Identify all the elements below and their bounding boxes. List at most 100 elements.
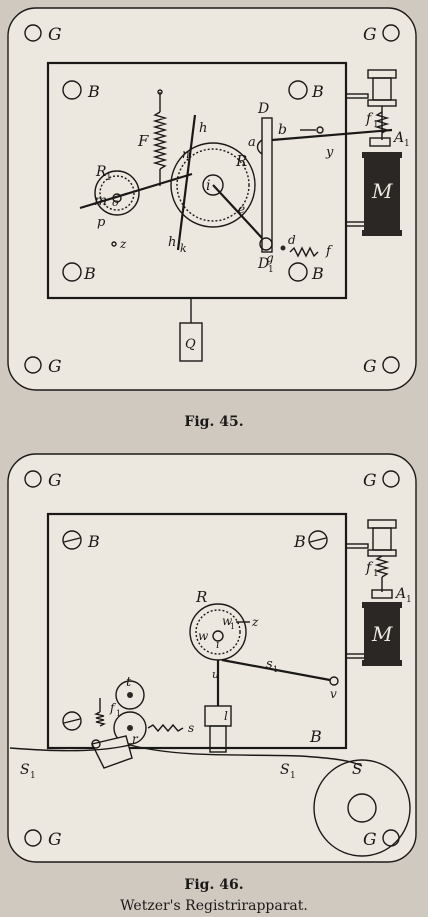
label-R: R — [235, 152, 247, 170]
label-A1-sub: 1 — [404, 139, 410, 149]
wheel-hub — [202, 174, 224, 196]
paper-roll-core — [347, 793, 377, 823]
clamp-lever — [90, 735, 133, 769]
label-z: z — [119, 237, 127, 251]
label-R1-sub: 1 — [106, 173, 112, 183]
label-A1: A — [394, 586, 406, 602]
corner-label: G — [48, 830, 62, 850]
bracket — [345, 543, 369, 549]
screw-hole — [308, 530, 328, 550]
label-k: k — [180, 242, 187, 255]
wheel-t — [115, 680, 145, 710]
armature-lever — [271, 128, 393, 142]
corner-label: G — [48, 471, 62, 491]
corner-label: G — [363, 25, 377, 45]
screw-hole — [62, 530, 82, 550]
plate-label: B — [311, 82, 324, 101]
label-A1: A — [392, 130, 404, 146]
spring-f-left — [93, 711, 107, 727]
corner-hole — [24, 24, 42, 42]
wheel-t-hub — [127, 692, 133, 698]
coil-cap — [362, 602, 402, 608]
label-z: z — [251, 615, 259, 629]
label-r: r — [132, 732, 139, 746]
pivot-v — [329, 676, 339, 686]
coil-M — [364, 608, 400, 660]
label-A1-sub: 1 — [406, 595, 412, 605]
screw-slot — [63, 718, 81, 724]
label-D1: D — [257, 256, 269, 272]
bracket — [345, 93, 369, 99]
screw-slot — [63, 537, 81, 543]
label-s1: s — [266, 657, 273, 672]
label-S1-right: S — [280, 762, 290, 778]
outer-frame — [7, 7, 417, 391]
coil-cap — [362, 230, 402, 236]
screw-hole — [62, 711, 82, 731]
paper-strip — [9, 744, 363, 767]
figure-46: G G G G B B B f 1 A 1 M R — [7, 453, 417, 863]
corner-hole — [24, 470, 42, 488]
stylus-foot — [209, 725, 227, 753]
label-u: u — [212, 668, 219, 681]
plate-hole — [62, 262, 82, 282]
label-v: v — [330, 687, 337, 701]
caption-fig-45: Fig. 45. — [184, 414, 243, 430]
pawl-a — [256, 139, 263, 155]
label-s1-sub: 1 — [273, 665, 278, 674]
label-R1: R — [95, 164, 107, 180]
corner-hole — [382, 356, 400, 374]
label-Q: Q — [185, 337, 196, 352]
wheel-hub — [212, 630, 224, 642]
label-h-bottom: h — [168, 235, 176, 250]
figure-title: Wetzer's Registrirapparat. — [120, 898, 308, 914]
plate-label: B — [293, 532, 306, 551]
label-p: p — [97, 215, 106, 230]
pin-z — [111, 241, 117, 247]
label-S1-left: S — [20, 762, 30, 778]
plate-hole — [288, 262, 308, 282]
label-w1: w — [222, 614, 233, 628]
paper-roll-S — [313, 759, 411, 857]
corner-hole — [24, 829, 42, 847]
label-M: M — [371, 179, 393, 203]
label-h-top: h — [199, 121, 207, 136]
label-n: n — [182, 147, 190, 161]
inner-plate — [46, 61, 348, 300]
label-f1-sub: 1 — [373, 120, 379, 130]
label-o: o — [112, 196, 119, 209]
wheel-teeth — [195, 609, 241, 655]
corner-hole — [24, 356, 42, 374]
wheel-R — [170, 142, 256, 228]
armature — [369, 137, 391, 147]
caption-fig-46: Fig. 46. — [184, 877, 243, 893]
label-f1: f — [365, 560, 374, 576]
label-e: e — [238, 202, 245, 216]
corner-hole — [382, 470, 400, 488]
spring-F — [152, 111, 168, 170]
label-s: s — [188, 721, 194, 735]
wheel-teeth — [176, 148, 250, 222]
label-R: R — [195, 588, 207, 606]
corner-label: G — [48, 357, 62, 377]
label-l: l — [224, 709, 228, 723]
inner-plate — [46, 512, 348, 750]
plate-label: B — [83, 264, 96, 283]
label-w1-sub: 1 — [230, 622, 235, 631]
label-S1-right-sub: 1 — [290, 771, 296, 781]
label-S: S — [352, 760, 362, 778]
label-w: w — [198, 629, 209, 643]
roller-g — [259, 237, 273, 251]
label-d: d — [288, 233, 296, 247]
coil-M — [364, 158, 400, 230]
label-i: i — [206, 178, 210, 194]
plate-hole — [288, 80, 308, 100]
label-b: b — [278, 122, 287, 138]
label-y: y — [325, 145, 334, 160]
link-rod — [79, 172, 193, 210]
label-a: a — [248, 135, 256, 150]
pin-d — [280, 245, 286, 251]
label-t: t — [126, 675, 132, 690]
spring-f1 — [374, 555, 390, 578]
